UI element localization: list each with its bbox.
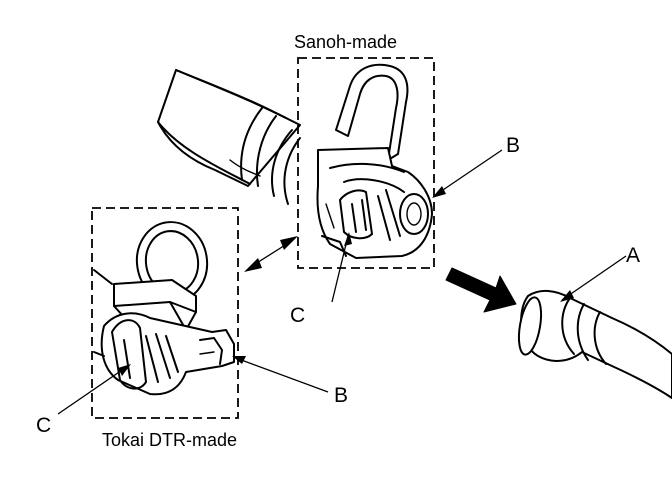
label-b-top: B	[506, 134, 520, 157]
label-c-top: C	[290, 304, 305, 327]
label-a: A	[626, 244, 640, 267]
disconnect-arrow	[445, 267, 517, 313]
fuel-hose	[157, 69, 301, 205]
label-c-bottom: C	[36, 414, 51, 437]
tokai-connector	[93, 221, 235, 396]
tokai-label: Tokai DTR-made	[102, 430, 237, 450]
variant-arrow	[244, 236, 298, 272]
leader-lines	[57, 149, 627, 415]
label-b-bottom: B	[334, 384, 348, 407]
sanoh-label: Sanoh-made	[294, 32, 397, 52]
fuel-pipe	[517, 290, 672, 399]
tokai-dashed-box	[91, 207, 239, 419]
sanoh-connector	[316, 63, 433, 259]
sanoh-dashed-box	[297, 57, 435, 269]
